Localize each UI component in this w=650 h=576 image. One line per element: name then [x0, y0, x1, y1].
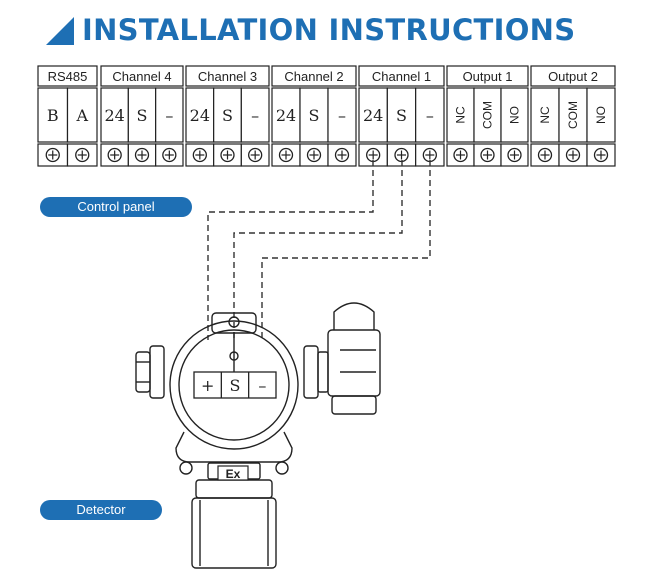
- terminal-group-channel-2: Channel 2 24 S–: [271, 65, 357, 167]
- group-header: Output 2: [548, 69, 598, 84]
- ex-label: Ex: [226, 467, 241, 481]
- control-panel-label: Control panel: [40, 197, 192, 217]
- screw-terminal-icon: [75, 147, 90, 163]
- terminal-label: NO: [508, 106, 522, 124]
- screw-terminal-icon: [107, 147, 122, 163]
- terminal-label: 24: [190, 106, 210, 125]
- terminal-label: A: [75, 106, 88, 125]
- screw-terminal-icon: [366, 147, 381, 163]
- terminal-group-channel-1: Channel 1 24 S–: [358, 65, 445, 167]
- terminal-label: S: [137, 106, 148, 125]
- terminal-label: NC: [538, 106, 552, 124]
- terminal-group-channel-4: Channel 4 24 S–: [100, 65, 184, 167]
- screw-terminal-icon: [565, 147, 581, 163]
- terminal-label: S: [396, 106, 407, 125]
- wire-minus: [261, 160, 431, 340]
- terminal-label: –: [426, 106, 434, 125]
- terminal-label: NC: [454, 106, 468, 124]
- screw-terminal-icon: [507, 147, 522, 163]
- detector-terminal-strip: + S–: [193, 371, 277, 399]
- screw-terminal-icon: [220, 147, 235, 163]
- screw-terminal-icon: [306, 147, 322, 163]
- terminal-label: –: [165, 106, 173, 125]
- group-header: Channel 4: [112, 69, 171, 84]
- ex-marking: Ex: [217, 465, 249, 481]
- group-header: Output 1: [463, 69, 513, 84]
- screw-terminal-icon: [162, 147, 177, 163]
- terminal-label: –: [338, 106, 346, 125]
- terminal-label: COM: [566, 101, 580, 129]
- terminal-label: 24: [363, 106, 383, 125]
- terminal-label: B: [47, 106, 59, 125]
- terminal-label: –: [251, 106, 259, 125]
- detector-illustration: [135, 302, 381, 569]
- detector-terminal-label: –: [258, 376, 266, 395]
- terminal-label: S: [309, 106, 320, 125]
- screw-terminal-icon: [480, 147, 495, 163]
- detector-terminal-label: S: [230, 376, 241, 395]
- screw-terminal-icon: [394, 147, 409, 163]
- terminal-group-output-2: Output 2 NC COM NO: [530, 65, 616, 167]
- terminal-group-channel-3: Channel 3 24 S–: [185, 65, 270, 167]
- group-header: Channel 3: [198, 69, 257, 84]
- screw-terminal-icon: [45, 147, 60, 163]
- screw-terminal-icon: [134, 147, 150, 163]
- screw-terminal-icon: [334, 147, 350, 163]
- terminal-label: 24: [104, 106, 124, 125]
- screw-terminal-icon: [537, 147, 553, 163]
- terminal-label: 24: [276, 106, 296, 125]
- page-title: INSTALLATION INSTRUCTIONS: [82, 13, 576, 47]
- title-row: INSTALLATION INSTRUCTIONS: [44, 10, 575, 50]
- terminal-group-output-1: Output 1 NC COM NO: [446, 65, 529, 167]
- title-triangle-icon: [46, 17, 74, 45]
- screw-terminal-icon: [453, 147, 468, 163]
- screw-terminal-icon: [593, 147, 609, 163]
- wiring: [207, 160, 431, 340]
- wire-s: [233, 160, 403, 340]
- group-header: RS485: [48, 69, 88, 84]
- wire-24: [207, 160, 374, 340]
- terminal-label: COM: [481, 101, 495, 129]
- detector-terminal-label: +: [201, 376, 214, 395]
- group-header: Channel 2: [284, 69, 343, 84]
- screw-terminal-icon: [248, 147, 263, 163]
- screw-terminal-icon: [422, 147, 437, 163]
- terminal-label: S: [222, 106, 233, 125]
- screw-terminal-icon: [278, 147, 294, 163]
- group-header: Channel 1: [372, 69, 431, 84]
- detector-label: Detector: [40, 500, 162, 520]
- terminal-label: NO: [594, 106, 608, 124]
- screw-terminal-icon: [192, 147, 207, 163]
